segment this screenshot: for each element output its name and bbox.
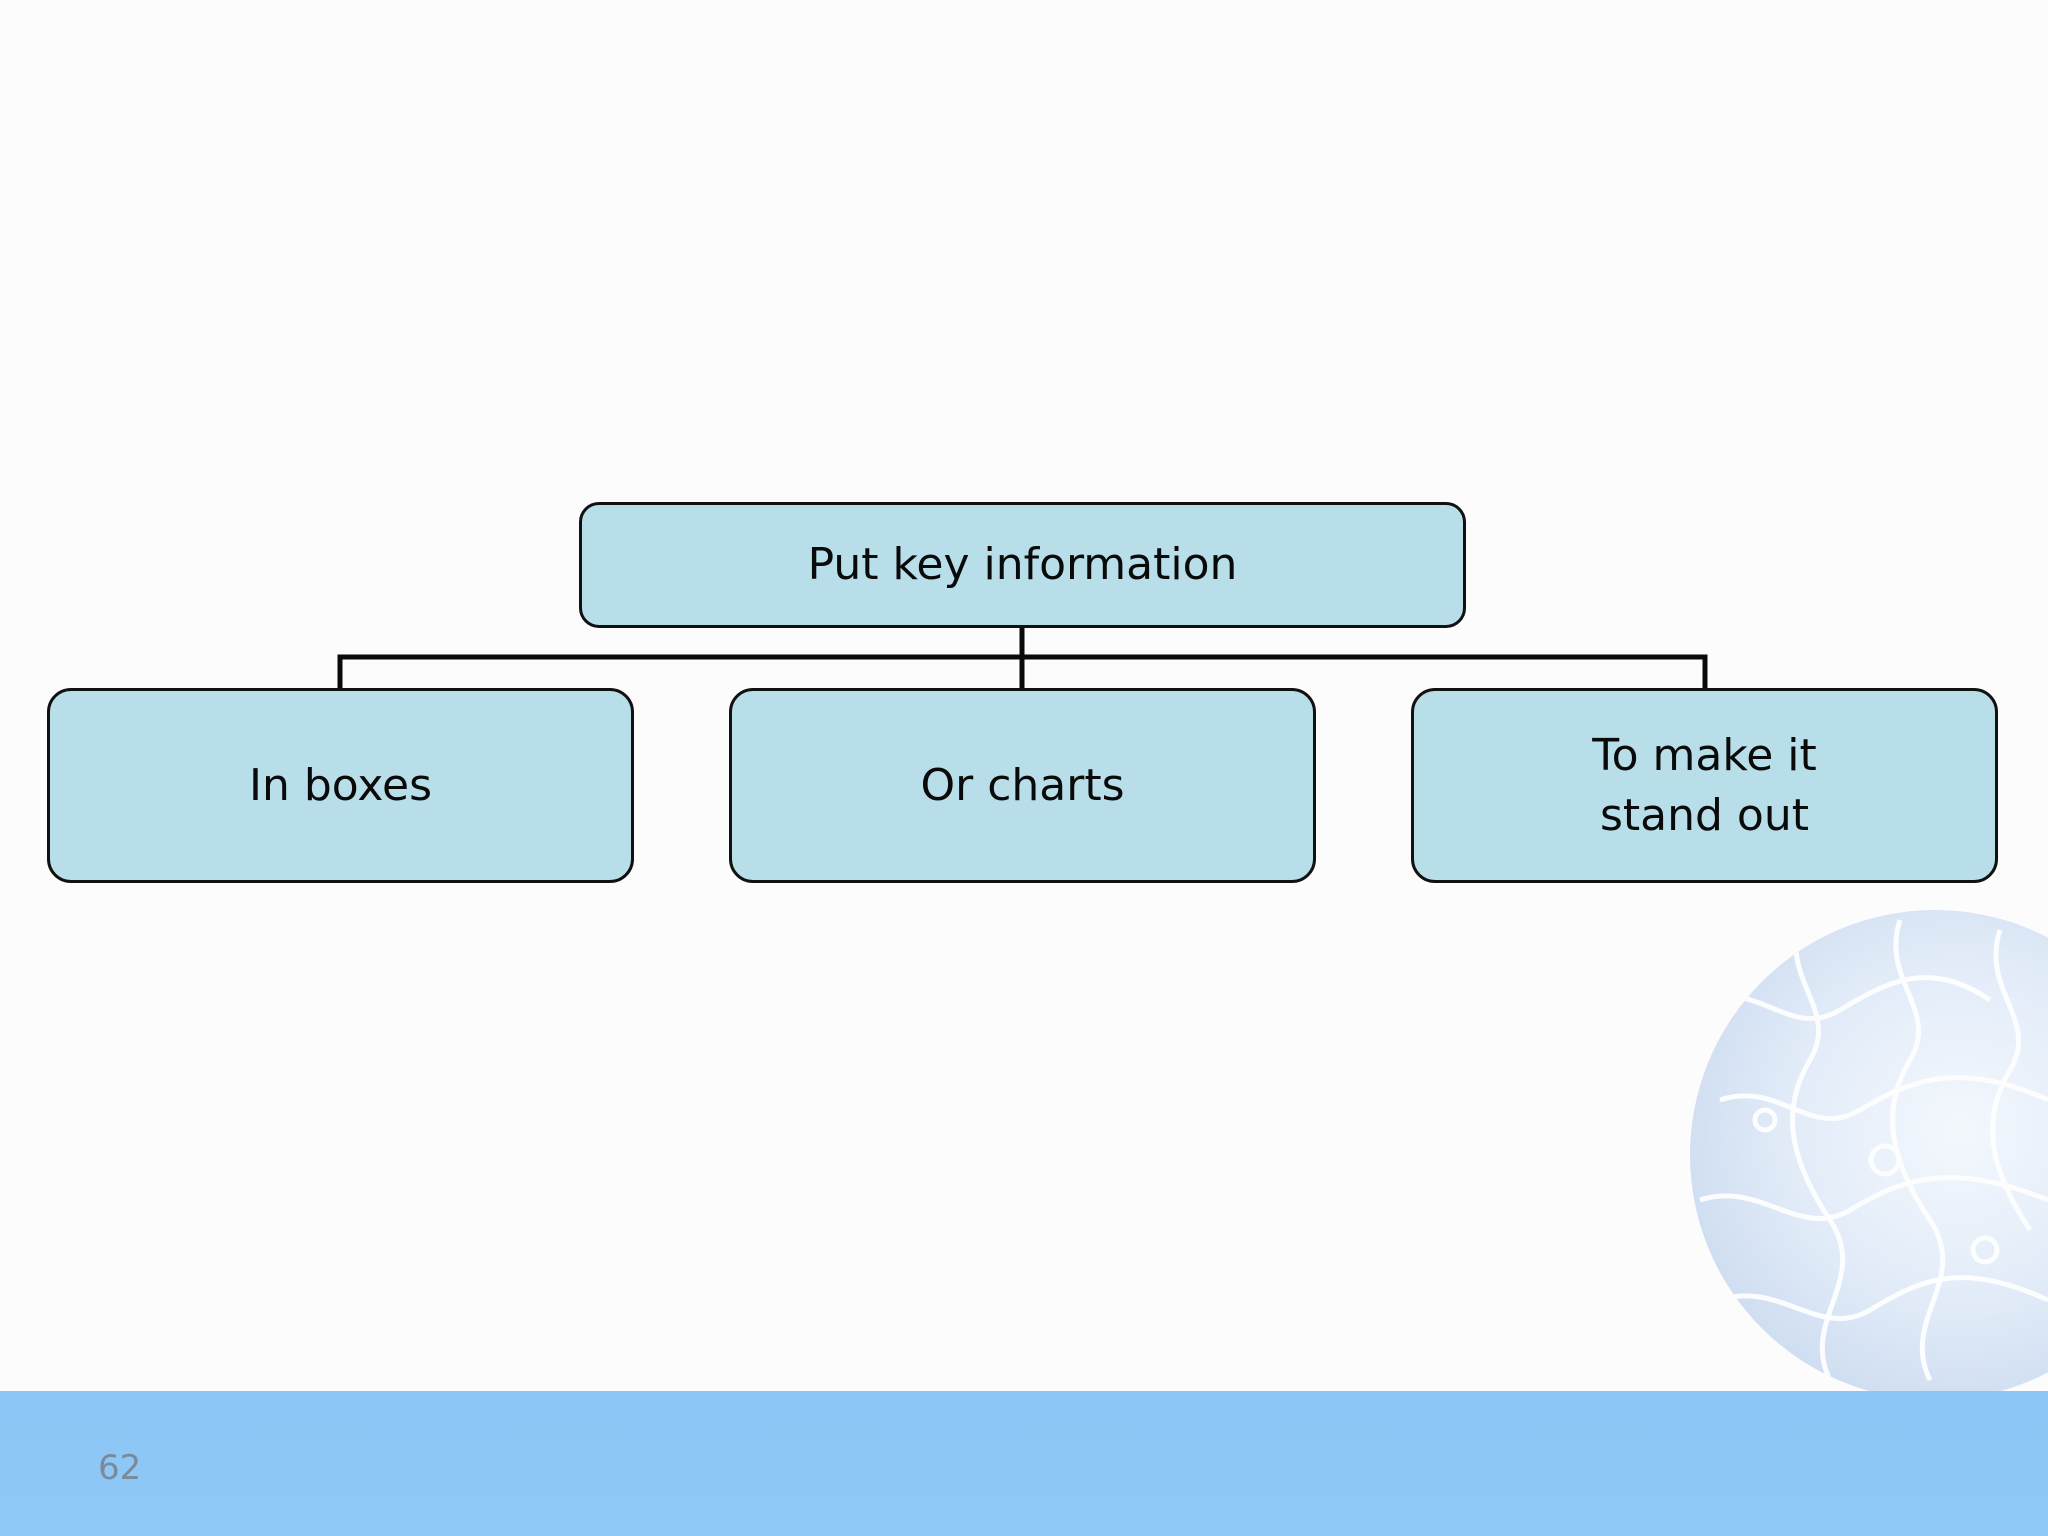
diagram-child-node-or-charts: Or charts <box>729 688 1316 883</box>
diagram-child-node-in-boxes: In boxes <box>47 688 634 883</box>
diagram-child-node-stand-out: To make it stand out <box>1411 688 1998 883</box>
child-node-label: In boxes <box>248 759 433 811</box>
root-node-label: Put key information <box>807 539 1238 590</box>
diagram-root-node: Put key information <box>579 502 1466 628</box>
page-number: 62 <box>98 1448 142 1488</box>
child-node-label: To make it stand out <box>1592 729 1817 841</box>
child-node-label: Or charts <box>920 759 1125 811</box>
footer-band <box>0 1391 2048 1536</box>
